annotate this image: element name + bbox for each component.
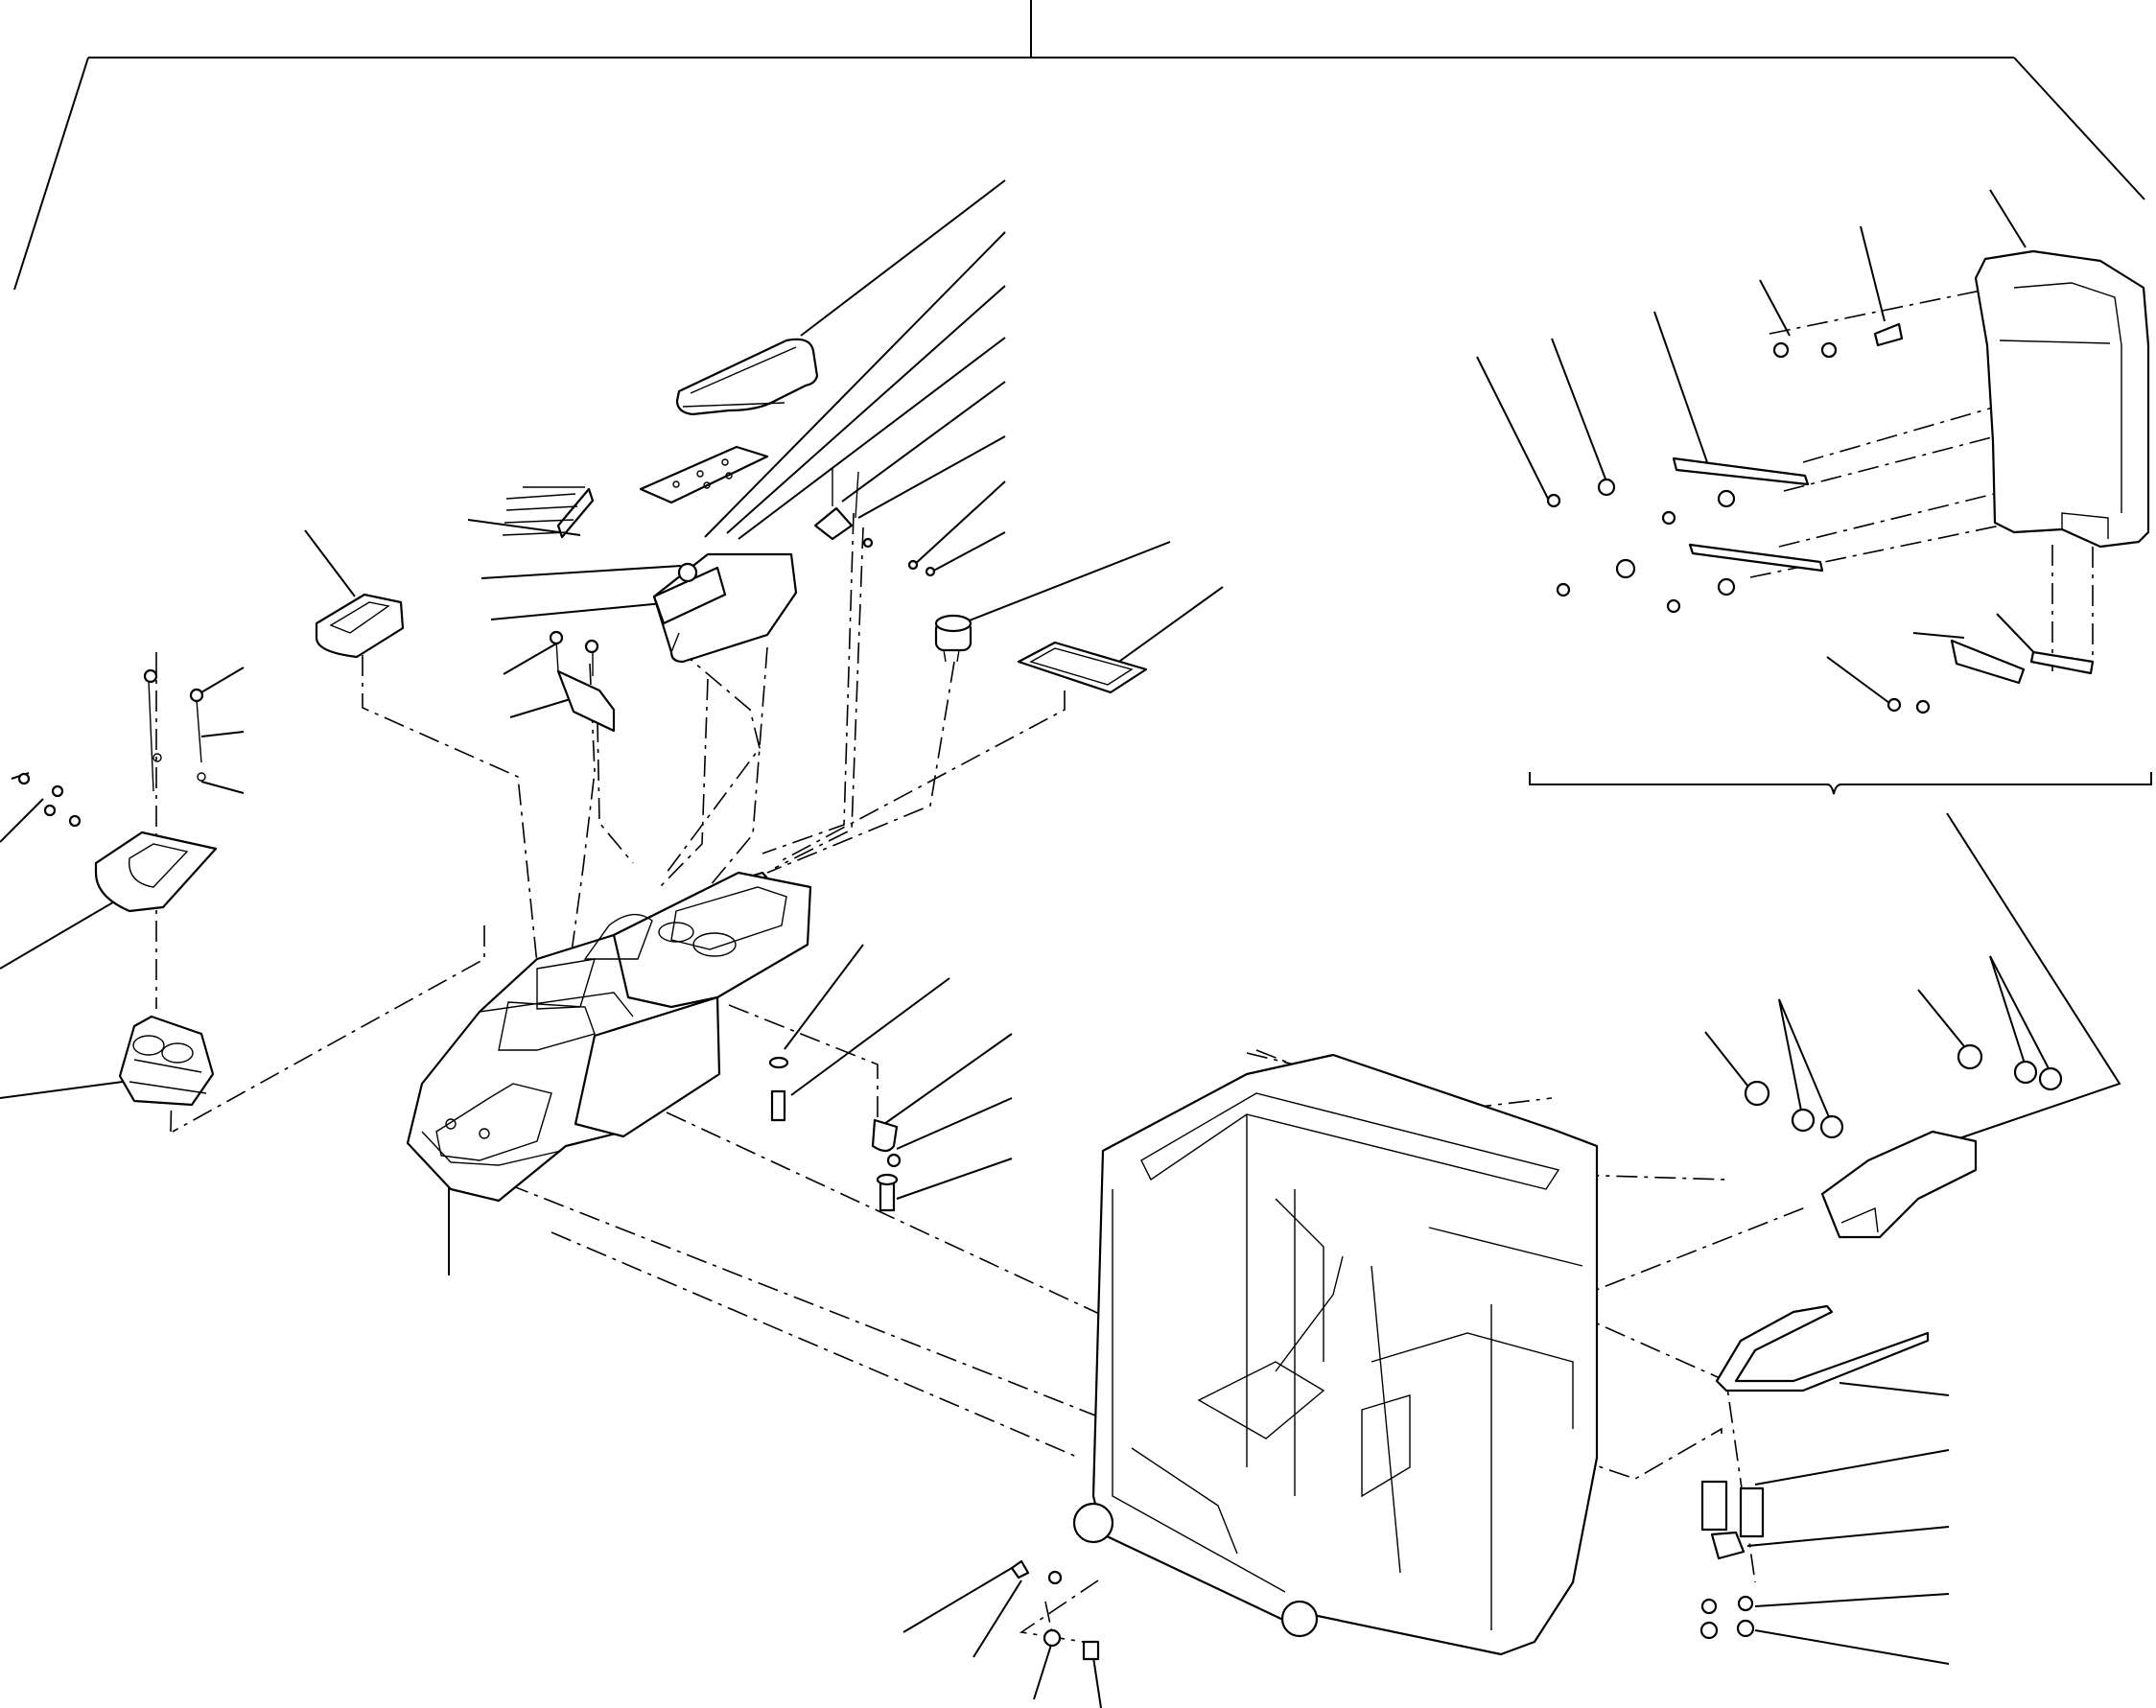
center-console [406,871,812,1203]
fender-fasteners [1546,341,1931,714]
top-assembly-bracket [13,0,2145,291]
storage-bin [652,552,798,664]
seal-strip [1715,1304,1930,1392]
small-bracket [549,630,616,733]
switch-bezel [315,593,405,659]
switch-panel [1017,641,1148,694]
mirror-arm [1744,1043,2063,1239]
cab-frame [1072,1053,1599,1656]
rear-fender [1974,249,2150,549]
right-fasteners [1699,1480,1765,1640]
leader-lines [0,179,2051,1708]
armrest-pad [675,338,819,416]
joystick-boot [118,1015,215,1107]
console-bolts [768,1056,902,1212]
mounting-plate [639,445,769,504]
hinge-bar [502,486,595,539]
fender-brackets [1672,322,2095,685]
power-socket [934,614,973,663]
fender-kit-brace [1529,772,2152,1140]
bottom-bolts [1010,1559,1100,1661]
hinge-bracket [813,467,936,577]
joystick-plate [17,668,218,913]
